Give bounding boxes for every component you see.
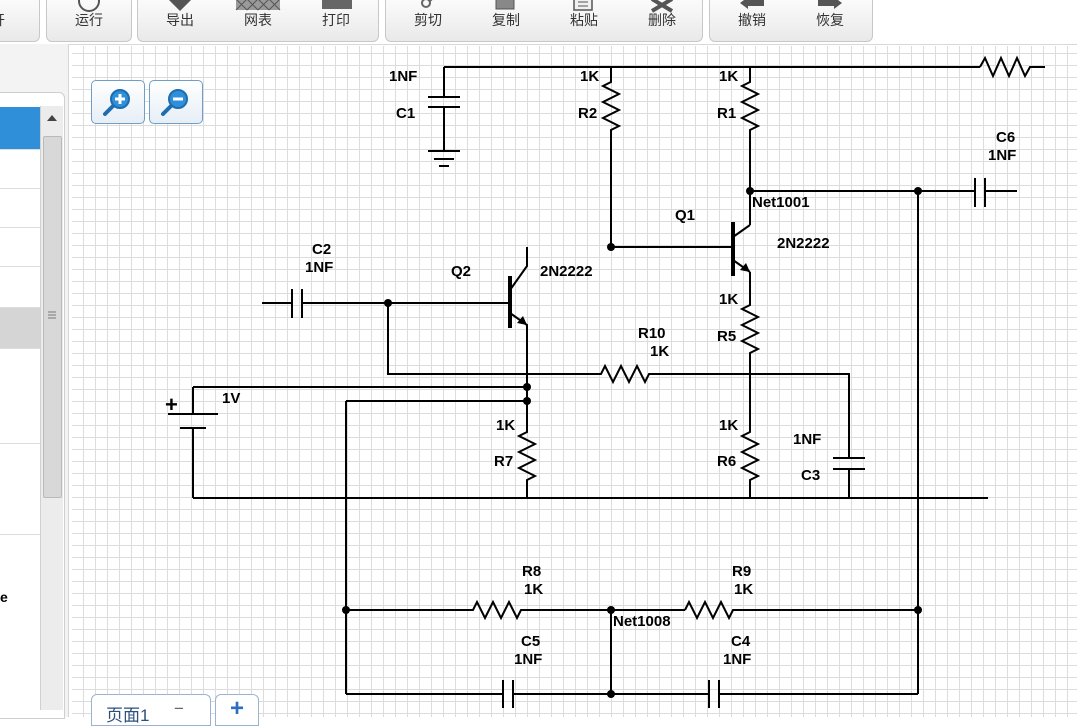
copy-button[interactable]: 复制: [474, 0, 538, 39]
r7-value: 1K: [496, 417, 515, 434]
export-label: 导出: [166, 12, 194, 28]
paste-button[interactable]: 粘贴: [552, 0, 616, 39]
open-button[interactable]: 开: [0, 0, 9, 39]
c5-value: 1NF: [514, 651, 542, 668]
r10-value: 1K: [650, 343, 669, 360]
tab-page1-label: 页面1: [106, 706, 150, 725]
grip-icon: [48, 311, 56, 319]
run-label: 运行: [75, 12, 103, 28]
run-icon: [78, 0, 100, 12]
r5-value: 1K: [719, 291, 738, 308]
c4-value: 1NF: [723, 651, 751, 668]
print-button[interactable]: 打印: [304, 0, 368, 39]
open-button-label: 开: [0, 10, 9, 30]
r9-name: R9: [732, 563, 751, 580]
paste-label: 粘贴: [570, 12, 598, 28]
undo-button[interactable]: 撤销: [720, 0, 784, 39]
panel-item[interactable]: [0, 349, 40, 444]
schematic-canvas[interactable]: [72, 46, 1077, 717]
c5-name: C5: [521, 633, 540, 650]
toolbar: 开 运行 导出 网表 打印: [0, 0, 1077, 45]
net1008-label: Net1008: [613, 613, 671, 630]
netlist-button[interactable]: 网表: [226, 0, 290, 39]
grid-icon: [235, 0, 281, 11]
c1-value: 1NF: [389, 68, 417, 85]
netlist-label: 网表: [244, 12, 272, 28]
redo-button[interactable]: 恢复: [798, 0, 862, 39]
delete-x-icon: [650, 0, 674, 13]
r1-name: R1: [717, 105, 736, 122]
redo-label: 恢复: [816, 12, 844, 28]
paste-icon: [573, 0, 593, 11]
battery-plus: +: [165, 392, 178, 417]
zoom-in-icon: [103, 89, 130, 116]
print-label: 打印: [322, 12, 350, 28]
toolbar-group-history: 撤销 恢复: [709, 0, 873, 42]
c3-name: C3: [801, 467, 820, 484]
r6-name: R6: [717, 453, 736, 470]
c1-name: C1: [396, 105, 415, 122]
c4-name: C4: [731, 633, 751, 650]
delete-label: 删除: [648, 12, 676, 28]
toolbar-group-run: 运行: [46, 0, 132, 42]
c6-name: C6: [996, 129, 1015, 146]
export-icon: [169, 0, 191, 11]
q2-name: Q2: [451, 263, 471, 280]
redo-arrow-icon: [818, 0, 842, 9]
c2-name: C2: [312, 241, 331, 258]
c3-value: 1NF: [793, 431, 821, 448]
r7-name: R7: [494, 453, 513, 470]
scissors-icon: [421, 0, 433, 8]
cut-label: 剪切: [414, 12, 442, 28]
r10-name: R10: [638, 325, 666, 342]
zoom-in-button[interactable]: [91, 80, 145, 124]
undo-arrow-icon: [740, 0, 764, 9]
panel-item[interactable]: [0, 150, 40, 189]
r8-value: 1K: [524, 581, 543, 598]
export-button[interactable]: 导出: [148, 0, 212, 39]
c6-value: 1NF: [988, 147, 1016, 164]
toolbar-group-output: 导出 网表 打印: [137, 0, 379, 42]
printer-icon: [322, 0, 352, 9]
panel-item-selected[interactable]: [0, 107, 40, 150]
r2-value: 1K: [580, 68, 599, 85]
c2-value: 1NF: [305, 259, 333, 276]
q1-model: 2N2222: [777, 235, 830, 252]
panel-item[interactable]: e: [0, 535, 40, 627]
r6-value: 1K: [719, 417, 738, 434]
battery-value: 1V: [222, 390, 240, 407]
panel-item-hover[interactable]: [0, 308, 40, 349]
r8-name: R8: [522, 563, 541, 580]
delete-button[interactable]: 删除: [630, 0, 694, 39]
q1-name: Q1: [675, 207, 695, 224]
panel-item[interactable]: [0, 267, 40, 308]
scroll-up-icon[interactable]: [47, 114, 57, 122]
add-page-button[interactable]: +: [215, 694, 259, 726]
plus-icon: +: [229, 695, 244, 722]
zoom-out-icon: [161, 89, 188, 116]
r2-name: R2: [578, 105, 597, 122]
panel-scrollbar-thumb[interactable]: [43, 136, 62, 498]
panel-item[interactable]: [0, 189, 40, 228]
net1001-label: Net1001: [752, 194, 810, 211]
r9-value: 1K: [734, 581, 753, 598]
q2-model: 2N2222: [540, 263, 593, 280]
zoom-out-button[interactable]: [149, 80, 203, 124]
undo-label: 撤销: [738, 12, 766, 28]
panel-item-partial-text: e: [0, 589, 8, 605]
run-button[interactable]: 运行: [57, 0, 121, 39]
toolbar-group-edit: 剪切 复制 粘贴 删除: [385, 0, 703, 42]
panel-item[interactable]: [0, 228, 40, 267]
tab-page1[interactable]: 页面1 −: [91, 694, 211, 726]
copy-label: 复制: [492, 12, 520, 28]
toolbar-group-file: 开: [0, 0, 40, 42]
r1-value: 1K: [719, 68, 738, 85]
panel-item[interactable]: [0, 444, 40, 535]
cut-button[interactable]: 剪切: [396, 0, 460, 39]
tab-close-icon[interactable]: −: [174, 699, 184, 718]
r5-name: R5: [717, 328, 736, 345]
copy-icon: [495, 0, 515, 10]
